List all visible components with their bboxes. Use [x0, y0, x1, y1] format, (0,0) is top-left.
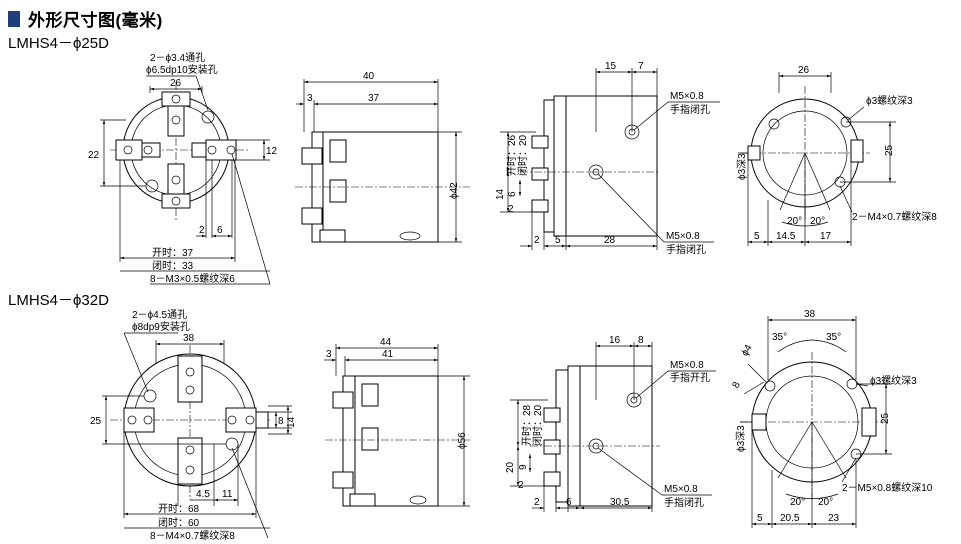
dim-c-2h: 2 [534, 235, 540, 246]
dim-h-angle35-right: 35° [826, 332, 841, 343]
dim-a-open: 开时：37 [152, 247, 194, 259]
dim-g-8: 8 [638, 335, 644, 346]
dim-d-25: 25 [884, 144, 895, 156]
dim-e-11: 11 [222, 489, 233, 500]
note-a-threads: 8－M3×0.5螺纹深6 [150, 272, 235, 285]
note-g-m5-top: M5×0.8 [670, 360, 704, 371]
heading-marker [8, 10, 20, 27]
view-25d-side: 40 3 37 ϕ42 [295, 71, 470, 243]
dim-a-22: 22 [88, 150, 100, 161]
dim-b-dia: ϕ42 [449, 182, 460, 199]
dim-d-14-5: 14.5 [776, 231, 796, 242]
dim-e-closed: 闭时：60 [158, 516, 200, 529]
dim-g-2v: 2 [518, 480, 524, 491]
heading-title: 外形尺寸图(毫米) [28, 11, 163, 30]
note-h-m5: 2－M5×0.8螺纹深10 [842, 481, 933, 494]
view-32d-finger: 16 8 M5×0.8 手指开孔 开时：28 闭时：20 20 9 2 2 6 … [505, 335, 716, 512]
dim-c-5: 5 [555, 235, 561, 246]
note-a-holes: 2－ϕ3.4通孔 [150, 52, 205, 64]
dim-d-angle-left: 20° [787, 216, 802, 227]
note-g-hole-top: 手指开孔 [670, 371, 710, 384]
note-c-hole-bottom: 手指闭孔 [666, 243, 706, 256]
dim-b-40: 40 [363, 71, 375, 82]
note-h-thread3: ϕ3螺纹深3 [870, 374, 917, 387]
dim-e-open: 开时：68 [158, 503, 200, 515]
dim-d-5: 5 [754, 231, 760, 242]
note-e-threads: 8－M4×0.7螺纹深8 [150, 529, 235, 542]
view-32d-front: 38 2－ϕ4.5通孔 ϕ8dp9安装孔 25 8 14 4.5 11 开时：6… [90, 309, 297, 542]
dim-a-26: 26 [170, 78, 182, 89]
dim-c-open: 开时：26 [506, 134, 518, 176]
note-c-m5-top: M5×0.8 [670, 91, 704, 102]
dim-h-angle-right: 20° [818, 497, 833, 508]
model-label-32d: LMHS4－ϕ32D [8, 292, 109, 309]
note-c-hole-top: 手指闭孔 [670, 103, 710, 116]
dim-h-20-5: 20.5 [780, 513, 800, 524]
dim-a-closed: 闭时：33 [152, 259, 194, 272]
dim-f-3: 3 [326, 349, 332, 360]
note-a-mount: ϕ6.5dp10安装孔 [146, 63, 218, 76]
dim-h-phi4: ϕ4 [740, 343, 755, 359]
dim-c-6: 6 [507, 191, 518, 197]
dim-e-38: 38 [183, 333, 195, 344]
note-g-m5-bottom: M5×0.8 [664, 484, 698, 495]
section-heading: 外形尺寸图(毫米) [8, 6, 163, 31]
view-32d-side: 44 3 41 ϕ56 [324, 337, 470, 507]
note-g-hole-bottom: 手指闭孔 [664, 496, 704, 509]
dim-g-closed: 闭时：20 [531, 404, 544, 446]
dim-g-2h: 2 [534, 497, 540, 508]
dim-b-3: 3 [307, 93, 313, 104]
dim-a-2: 2 [199, 225, 205, 236]
dim-h-25: 25 [880, 412, 891, 424]
view-25d-front: 26 2－ϕ3.4通孔 ϕ6.5dp10安装孔 22 12 2 6 开时：37 … [88, 52, 278, 285]
dim-c-2v: 2 [508, 204, 514, 215]
view-25d-rear: 20° 20° 26 ϕ3螺纹深3 25 ϕ3深3 2－M4×0.7螺纹深8 5… [736, 65, 937, 246]
dim-c-closed: 闭时：20 [516, 134, 529, 176]
dim-e-8: 8 [278, 416, 284, 427]
dim-f-44: 44 [380, 337, 392, 348]
dim-g-open: 开时：28 [521, 404, 533, 446]
view-32d-rear: 20° 20° 38 ϕ4 35° 35° 8 ϕ3螺纹深3 25 ϕ3深3 2… [731, 309, 933, 528]
note-d-m4: 2－M4×0.7螺纹深8 [852, 210, 937, 223]
dim-e-4-5: 4.5 [196, 489, 210, 500]
note-h-hole3: ϕ3深3 [735, 425, 747, 452]
dim-c-28: 28 [604, 235, 616, 246]
dim-e-25: 25 [90, 416, 102, 427]
dim-g-9: 9 [518, 464, 529, 470]
dim-f-dia: ϕ56 [457, 432, 468, 449]
dim-g-20: 20 [505, 461, 516, 473]
dim-d-26: 26 [798, 65, 810, 76]
dim-h-38: 38 [804, 309, 816, 320]
note-e-mount: ϕ8dp9安装孔 [132, 320, 190, 333]
dim-d-angle-right: 20° [810, 216, 825, 227]
dim-b-37: 37 [368, 93, 380, 104]
dim-e-14: 14 [286, 416, 297, 428]
dim-h-5: 5 [757, 513, 763, 524]
dim-g-16: 16 [609, 335, 621, 346]
dim-a-12: 12 [266, 146, 278, 157]
dim-h-23: 23 [828, 513, 840, 524]
dim-c-7: 7 [638, 61, 644, 72]
model-label-25d: LMHS4－ϕ25D [8, 35, 109, 52]
note-e-holes: 2－ϕ4.5通孔 [132, 309, 187, 321]
dim-g-6: 6 [566, 497, 572, 508]
dim-a-6: 6 [217, 225, 223, 236]
note-c-m5-bottom: M5×0.8 [666, 231, 700, 242]
note-d-hole3: ϕ3深3 [736, 153, 748, 180]
dim-h-angle35-left: 35° [772, 332, 787, 343]
dim-h-angle-left: 20° [790, 497, 805, 508]
dim-g-30-5: 30.5 [610, 497, 630, 508]
dim-c-15: 15 [605, 61, 617, 72]
dim-f-41: 41 [382, 349, 394, 360]
dim-h-8: 8 [731, 380, 744, 391]
note-d-thread3: ϕ3螺纹深3 [866, 94, 913, 107]
dim-c-14: 14 [495, 188, 506, 200]
dim-d-17: 17 [820, 231, 832, 242]
view-25d-finger: 15 7 M5×0.8 手指闭孔 开时：26 闭时：20 14 6 2 2 5 … [495, 61, 720, 256]
